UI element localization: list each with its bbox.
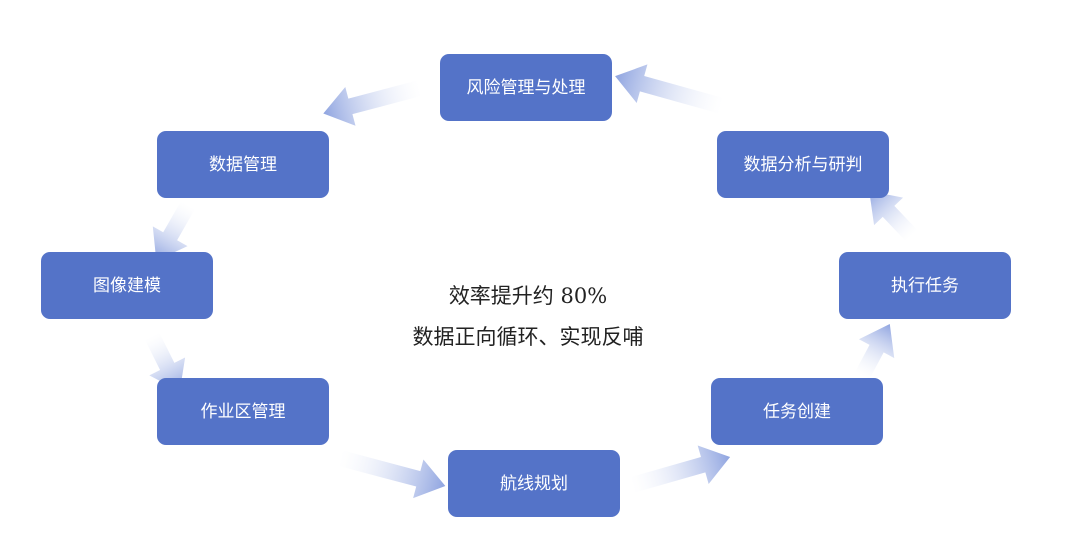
node-create-label: 任务创建 <box>763 402 831 422</box>
node-execute: 执行任务 <box>839 252 1011 319</box>
node-model-box <box>41 252 213 319</box>
node-route-label: 航线规划 <box>500 474 568 494</box>
node-model-label: 图像建模 <box>93 276 161 296</box>
flow-arrows <box>144 64 918 499</box>
node-create-box <box>711 378 883 445</box>
node-risk-label: 风险管理与处理 <box>467 78 586 98</box>
node-model: 图像建模 <box>41 252 213 319</box>
node-workzone: 作业区管理 <box>157 378 329 445</box>
node-route-box <box>448 450 620 517</box>
node-create: 任务创建 <box>711 378 883 445</box>
node-execute-label: 执行任务 <box>891 276 959 296</box>
node-risk-box <box>440 54 612 121</box>
node-data-label: 数据管理 <box>209 155 277 175</box>
node-data-box <box>157 131 329 198</box>
flow-arrow-risk-to-data <box>323 80 423 126</box>
flow-arrow-route-to-create <box>629 445 731 493</box>
node-risk: 风险管理与处理 <box>440 54 612 121</box>
flow-arrow-workzone-to-route <box>337 450 446 499</box>
node-analysis-label: 数据分析与研判 <box>744 155 863 175</box>
node-analysis-box <box>717 131 889 198</box>
center-line-efficiency: 效率提升约 80% <box>449 284 607 308</box>
node-workzone-box <box>157 378 329 445</box>
flow-arrow-create-to-execute <box>854 323 895 380</box>
flow-arrow-analysis-to-risk <box>615 64 725 114</box>
flow-arrow-data-to-model <box>152 201 195 261</box>
node-workzone-label: 作业区管理 <box>201 402 286 422</box>
node-route: 航线规划 <box>448 450 620 517</box>
flow-arrow-model-to-workzone <box>144 332 186 392</box>
node-execute-box <box>839 252 1011 319</box>
center-line-cycle: 数据正向循环、实现反哺 <box>413 325 644 349</box>
node-data: 数据管理 <box>157 131 329 198</box>
center-caption: 效率提升约 80% 数据正向循环、实现反哺 <box>413 284 644 349</box>
node-analysis: 数据分析与研判 <box>717 131 889 198</box>
flow-arrow-execute-to-analysis <box>869 191 918 242</box>
